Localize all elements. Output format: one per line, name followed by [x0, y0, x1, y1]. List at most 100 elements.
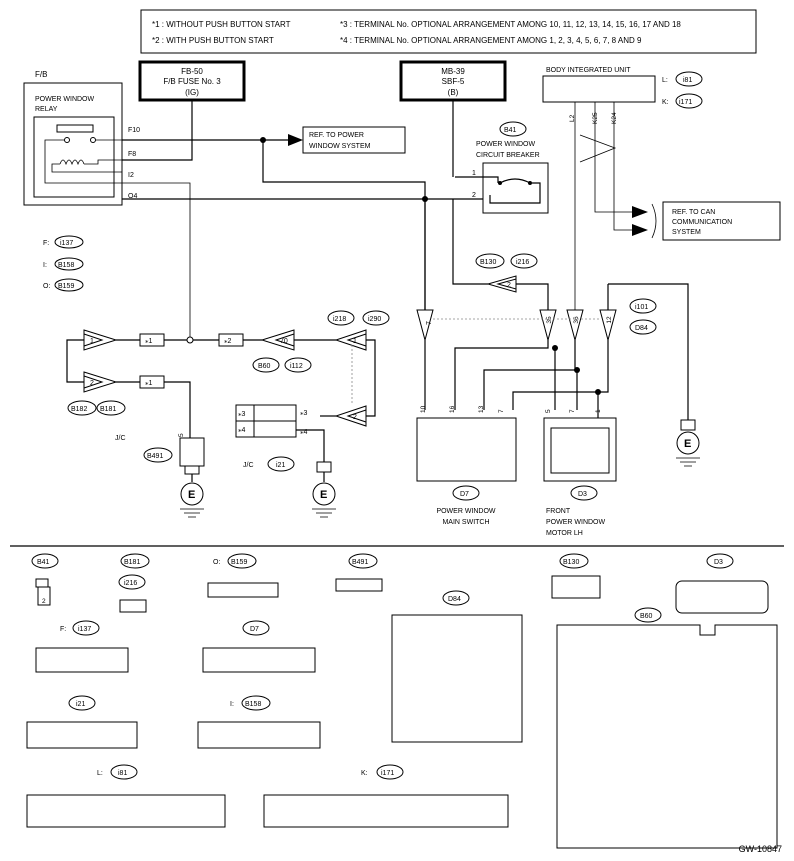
connector-b130: B130 i216 2 [475, 253, 538, 293]
left-pin-1: 1 [90, 338, 94, 345]
jc2-id: i21 [276, 462, 285, 469]
jc2-label: J/C [243, 462, 254, 469]
main-switch-d7: 10 16 13 7 D7 POWER WINDOW MAIN SWITCH [416, 405, 517, 526]
face-i81: i81 [118, 770, 127, 777]
biu-k-prefix: K: [662, 99, 669, 106]
i290-label: i290 [368, 316, 381, 323]
relay-coil-icon [59, 159, 85, 166]
ground-label-3: E [684, 438, 691, 450]
wires [122, 100, 689, 420]
note-1: *1 : WITHOUT PUSH BUTTON START [152, 20, 291, 29]
ref-can-line-1: REF. TO CAN [672, 209, 715, 216]
star-4a: ⁎4 [238, 427, 246, 434]
ground-icon [312, 482, 336, 506]
cb-line-2: CIRCUIT BREAKER [476, 152, 540, 159]
face-b158-prefix: I: [230, 701, 234, 708]
jc1-pin: 5 [178, 433, 185, 437]
conn-f-id: i137 [60, 240, 73, 247]
d3-line-1: FRONT [546, 508, 571, 515]
ground-right: E [676, 419, 700, 467]
ref-power-window: REF. TO POWER WINDOW SYSTEM [288, 126, 406, 154]
star-4b: ⁎4 [300, 429, 308, 436]
i218-pin-2: 2 [353, 414, 357, 421]
i101-label: i101 [635, 304, 648, 311]
biu-k-id: i171 [679, 99, 692, 106]
i112-label: i112 [290, 363, 303, 370]
d3-pin-7: 7 [569, 409, 576, 413]
pin-70: 70 [280, 338, 288, 345]
face-i171-prefix: K: [361, 770, 368, 777]
star-3b: ⁎3 [300, 410, 308, 417]
pin-35: 35 [546, 316, 553, 324]
cb-pin-2: 2 [472, 192, 476, 199]
b130-pin: 2 [507, 282, 511, 289]
face-d3: D3 [714, 559, 723, 566]
relay-label-2: RELAY [35, 106, 58, 113]
biu-label: BODY INTEGRATED UNIT [546, 67, 631, 74]
face-b159: B159 [231, 559, 247, 566]
ground-icon [676, 431, 700, 455]
b181-label: B181 [100, 406, 116, 413]
star-1b: ⁎1 [145, 380, 153, 387]
face-i21: i21 [76, 701, 85, 708]
pin-f10: F10 [128, 127, 140, 134]
ref-pw-line-1: REF. TO POWER [309, 132, 364, 139]
ref-pw-line-2: WINDOW SYSTEM [309, 143, 371, 150]
b182-label: B182 [71, 406, 87, 413]
note-2: *2 : WITH PUSH BUTTON START [152, 36, 274, 45]
circuit-breaker-b41: B41 POWER WINDOW CIRCUIT BREAKER 1 2 [455, 121, 549, 214]
biu-pin-k25: K25 [592, 112, 599, 124]
pin-f8: F8 [128, 151, 136, 158]
svg-text:2: 2 [42, 598, 46, 605]
d3-line-3: MOTOR LH [546, 530, 583, 537]
conn-i-prefix: I: [43, 262, 47, 269]
b60-label: B60 [258, 363, 271, 370]
cb-line-1: POWER WINDOW [476, 141, 535, 148]
fuse-box-relay: F/B POWER WINDOW RELAY F10 F8 I2 O4 F: i… [23, 70, 140, 292]
face-i216: i216 [124, 580, 137, 587]
ref-can-line-3: SYSTEM [672, 229, 701, 236]
mb-line-1: MB-39 [441, 67, 465, 76]
jc1-label: J/C [115, 435, 126, 442]
fuse-mb39: MB-39 SBF-5 (B) [399, 60, 507, 102]
mb-line-3: (B) [448, 88, 459, 97]
left-pin-2: 2 [90, 380, 94, 387]
conn-o-prefix: O: [43, 283, 50, 290]
motor-d3: 5 7 1 D3 FRONT POWER WINDOW MOTOR LH [543, 409, 617, 537]
pin-36: 36 [573, 316, 580, 324]
face-b158: B158 [245, 701, 261, 708]
face-d7: D7 [250, 626, 259, 633]
d7-id: D7 [460, 491, 469, 498]
joint-connector-b491: J/C B491 5 E [115, 433, 205, 518]
cb-pin-1: 1 [472, 170, 476, 177]
diagram-code: GW-10847 [739, 844, 782, 854]
arrow-right-icon [288, 134, 303, 146]
biu-pin-k24: K24 [611, 112, 618, 124]
face-i137-prefix: F: [60, 626, 66, 633]
face-i81-prefix: L: [97, 770, 103, 777]
face-b181: B181 [124, 559, 140, 566]
d7-pin-10: 10 [420, 405, 427, 413]
mb-line-2: SBF-5 [442, 77, 465, 86]
face-b491: B491 [352, 559, 368, 566]
note-4: *4 : TERMINAL No. OPTIONAL ARRANGEMENT A… [340, 36, 642, 45]
face-b41: B41 [37, 559, 50, 566]
biu-l-id: i81 [683, 77, 692, 84]
biu-pin-l2: L2 [569, 114, 576, 122]
d84-label: D84 [635, 325, 648, 332]
face-b159-prefix: O: [213, 559, 220, 566]
left-connectors: 1 2 ⁎1 ⁎2 70 B60 i112 1 i218 i290 2 [66, 310, 390, 438]
conn-i-id: B158 [58, 262, 74, 269]
pin-12: 12 [606, 316, 613, 324]
conn-f-prefix: F: [43, 240, 49, 247]
face-i171: i171 [381, 770, 394, 777]
relay-contact [56, 124, 94, 133]
b130-label: B130 [480, 259, 496, 266]
pin-o4: O4 [128, 193, 137, 200]
fuse-line-1: FB-50 [181, 67, 203, 76]
star-3a: ⁎3 [238, 411, 246, 418]
body-integrated-unit: BODY INTEGRATED UNIT L: i81 K: i171 L2 K… [542, 67, 703, 124]
ground-label-2: E [320, 489, 327, 501]
connector-d84: i101 D84 [629, 298, 657, 335]
